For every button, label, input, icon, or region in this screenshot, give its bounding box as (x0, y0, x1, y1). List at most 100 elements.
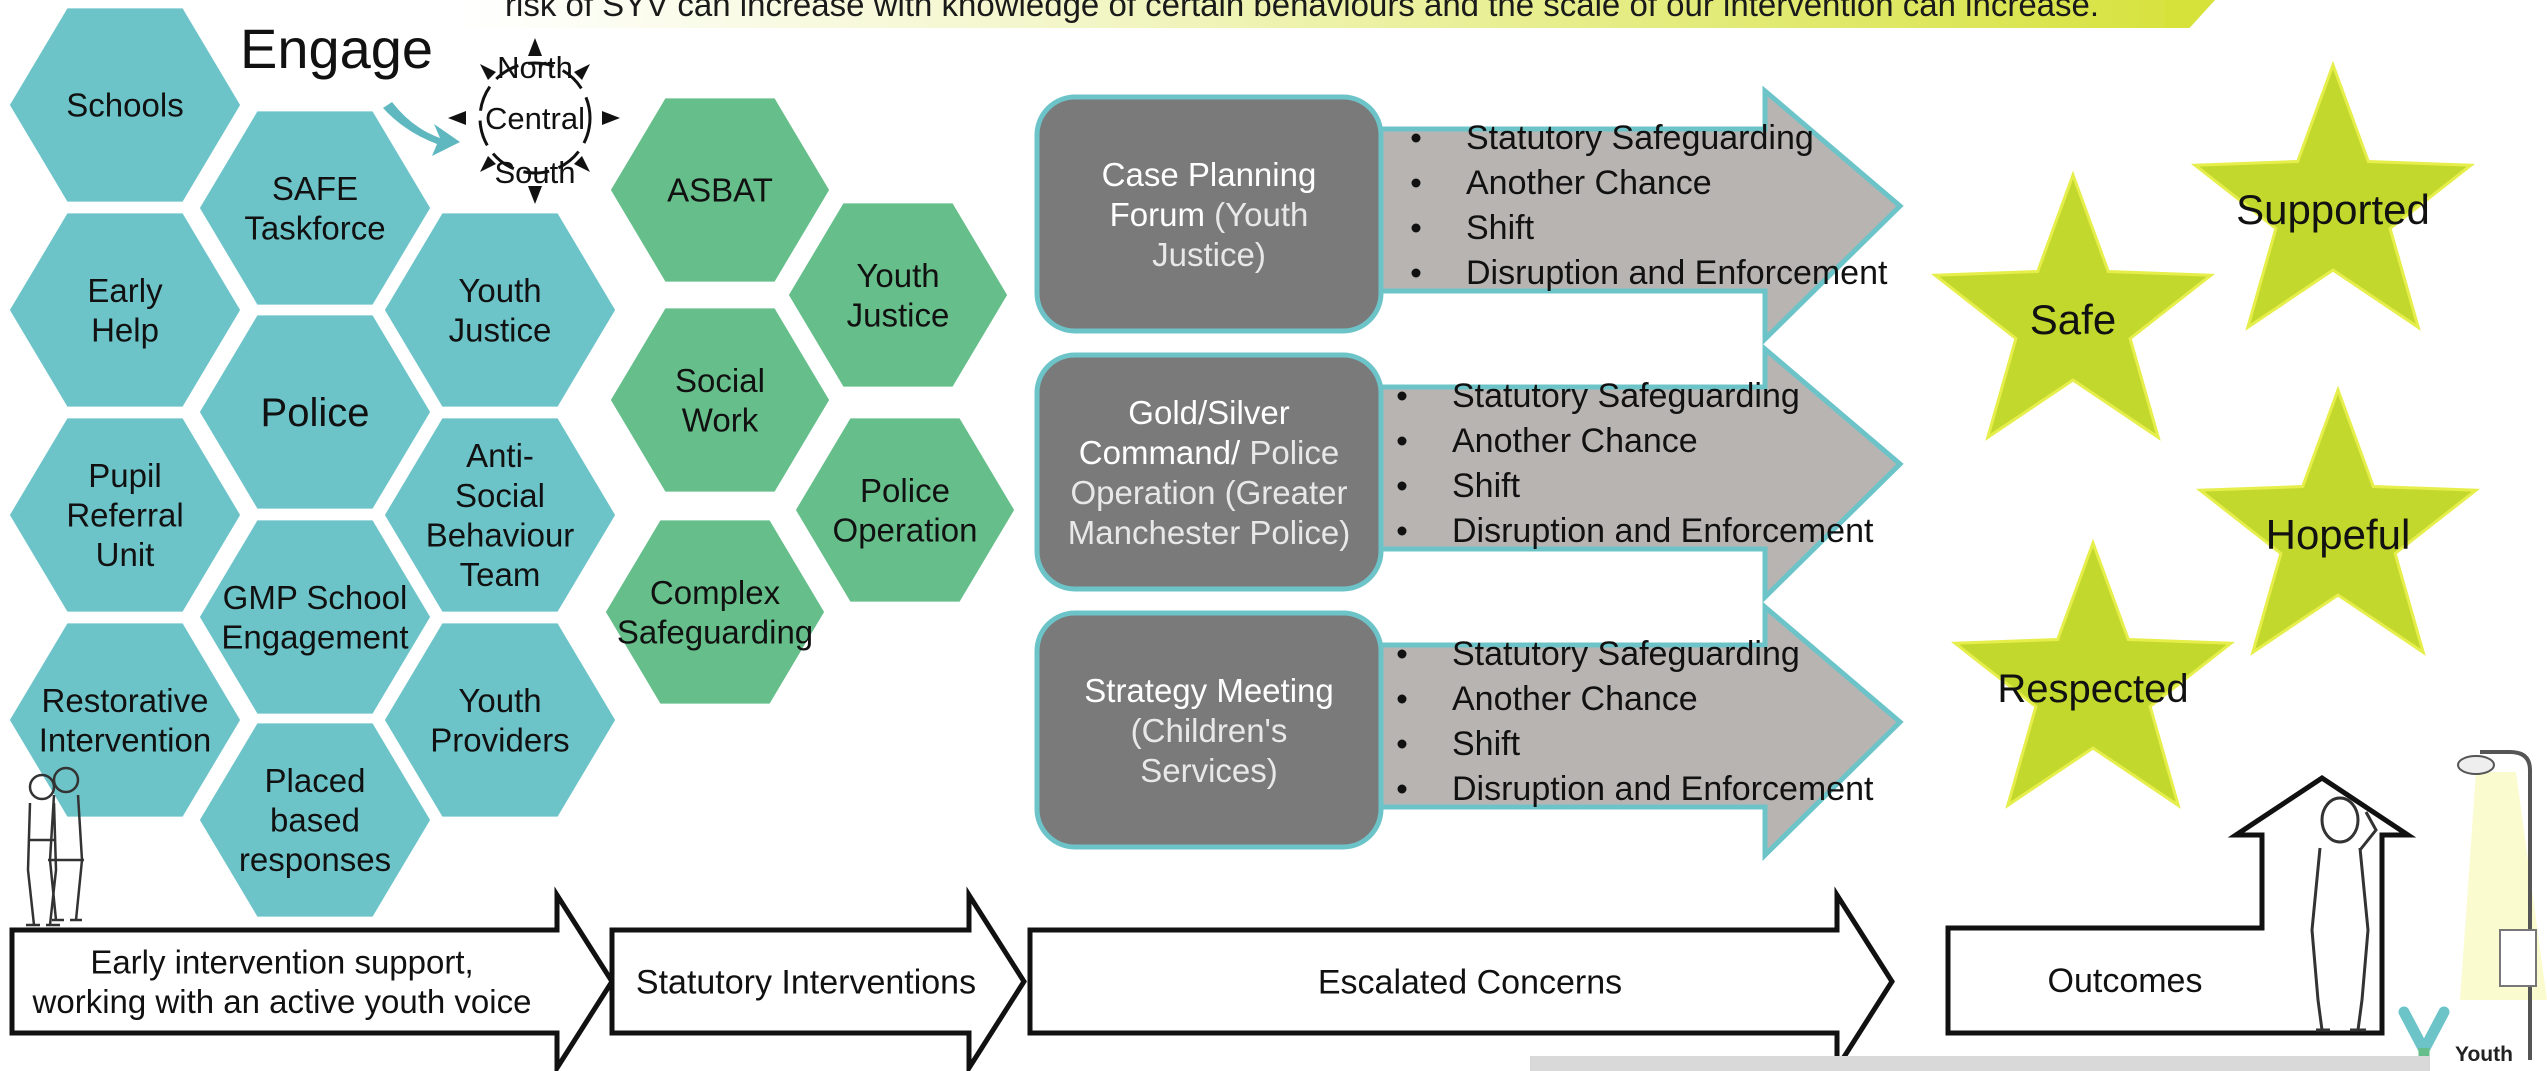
panel-title-segment: Services) (1140, 752, 1278, 789)
hexagon-label: Help (91, 311, 159, 348)
panel-title-segment: Manchester Police) (1068, 514, 1350, 551)
hexagon-shape (600, 515, 830, 709)
bullet-dot (1411, 178, 1421, 188)
panel-title-segment: (Youth (1205, 196, 1308, 233)
hexagon-shape (194, 310, 436, 514)
panel-box (1034, 352, 1384, 592)
arrow-shape (609, 886, 1027, 1071)
panel-box (1034, 94, 1384, 334)
arrow-early-intervention: Early intervention support,working with … (9, 886, 615, 1071)
bullet-dot (1411, 268, 1421, 278)
star-hopeful: Hopeful (2195, 385, 2481, 656)
panel-bullet: Shift (1452, 725, 1521, 763)
compass-north: North (497, 50, 573, 85)
panel-bullet: Another Chance (1452, 422, 1698, 460)
bullet-dot (1411, 133, 1421, 143)
hexagon-label: Justice (449, 311, 552, 348)
hexagon-label: Early (87, 272, 163, 309)
arrow-escalated-concerns: Escalated Concerns (1027, 886, 1895, 1071)
bullet-dot (1397, 739, 1407, 749)
compass-central: Central (485, 101, 585, 136)
panel-bullet: Another Chance (1452, 680, 1698, 718)
panel-title-segment: Justice) (1152, 236, 1266, 273)
panel-title-line: Forum (Youth (1110, 196, 1309, 233)
bullet-dot (1397, 694, 1407, 704)
star-safe: Safe (1930, 170, 2216, 441)
star-respected: Respected (1950, 538, 2236, 809)
hexagon-label: Restorative (42, 682, 209, 719)
engage-hexagon-group: SchoolsSAFETaskforceEarlyHelpYouthJustic… (4, 3, 621, 922)
panel-box (1034, 610, 1384, 850)
lamp-post-illustration (2457, 750, 2547, 1060)
person-illustration (2310, 796, 2378, 1032)
hexagon-label: Anti- (466, 437, 534, 474)
hexagon-asbat: ASBAT (605, 93, 835, 287)
hexagon-label: Schools (66, 87, 183, 124)
panel-title-line: Case Planning (1102, 156, 1317, 193)
star-label: Hopeful (2266, 511, 2411, 558)
panel-title-segment: Police (1240, 434, 1339, 471)
hexagon-label: Team (460, 556, 541, 593)
panel-title-line: Command/ Police (1079, 434, 1339, 471)
panel-title-segment: Gold/Silver (1128, 394, 1289, 431)
arrow-label: Statutory Interventions (636, 963, 976, 1001)
bullet-dot (1397, 436, 1407, 446)
panel-title-segment: Strategy Meeting (1084, 672, 1333, 709)
arrow-shape (9, 886, 615, 1071)
star-shape (1950, 538, 2236, 809)
star-shape (1930, 170, 2216, 441)
hexagon-shape (790, 413, 1020, 607)
panel-title-segment: Command/ (1079, 434, 1241, 471)
panel-title-line: Justice) (1152, 236, 1266, 273)
hexagon-label: Pupil (88, 457, 161, 494)
logo-text: Youth (2455, 1043, 2513, 1066)
bullet-dot (1411, 223, 1421, 233)
hexagon-label: responses (239, 841, 391, 878)
statutory-hexagon-group: ASBATYouthJusticeSocialWorkPoliceOperati… (600, 93, 1020, 709)
star-label: Respected (1997, 667, 2188, 711)
hexagon-shape (783, 198, 1013, 392)
panel-bullet: Another Chance (1466, 164, 1712, 202)
bullet-dot (1397, 526, 1407, 536)
hexagon-police: Police (194, 310, 436, 514)
panel-title-segment: (Children's (1131, 712, 1288, 749)
panel-arrow (1367, 85, 1904, 345)
panel-title-line: Gold/Silver (1128, 394, 1289, 431)
panel-title-segment: Forum (1110, 196, 1205, 233)
hexagon-shape (4, 3, 246, 207)
hexagon-label: Placed (265, 762, 366, 799)
compass-south: South (494, 155, 575, 190)
hexagon-shape (194, 106, 436, 310)
hexagon-label: Operation (833, 511, 978, 548)
panel-bullet: Shift (1466, 209, 1535, 247)
hexagon-shape (379, 208, 621, 412)
bullet-dot (1397, 391, 1407, 401)
hexagon-label: Providers (430, 721, 569, 758)
panel-bullet: Statutory Safeguarding (1452, 377, 1800, 415)
bullet-dot (1397, 649, 1407, 659)
banner-text: risk of SYV can increase with knowledge … (505, 0, 2100, 23)
panel-bullet: Statutory Safeguarding (1452, 635, 1800, 673)
panel-bullet: Disruption and Enforcement (1452, 770, 1874, 808)
panel-bullet: Disruption and Enforcement (1452, 512, 1874, 550)
star-shape (2190, 60, 2476, 331)
hexagon-label: Youth (458, 272, 541, 309)
star-label: Supported (2236, 186, 2430, 233)
hexagon-shape (605, 303, 835, 497)
bullet-dot (1397, 784, 1407, 794)
hexagon-label: Youth (458, 682, 541, 719)
panel-arrow (1367, 343, 1904, 603)
arrow-label: Outcomes (2048, 962, 2203, 1000)
